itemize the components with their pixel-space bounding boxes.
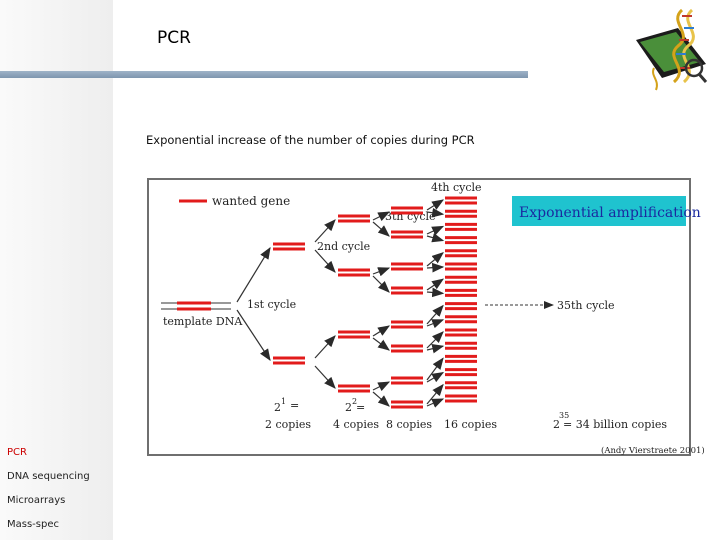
count35-base: 2 bbox=[553, 418, 560, 431]
count1-base: 2 bbox=[274, 401, 281, 414]
copy-count-35: 2 35 = 34 billion copies bbox=[553, 411, 667, 431]
branch-arrow bbox=[426, 371, 445, 383]
wanted-gene-label: wanted gene bbox=[212, 194, 290, 208]
count2-label: 4 copies bbox=[333, 418, 379, 431]
exponential-amplification-banner: Exponential amplification bbox=[512, 196, 701, 226]
slide-title: PCR bbox=[157, 28, 191, 48]
branch-arrow bbox=[426, 252, 444, 267]
count2-equals: = bbox=[356, 401, 365, 414]
nav-item-dna-sequencing[interactable]: DNA sequencing bbox=[7, 471, 90, 482]
branch-arrow bbox=[426, 304, 444, 325]
count35-label: = 34 billion copies bbox=[563, 418, 667, 431]
branch-arrow bbox=[426, 199, 445, 211]
branch-arrow bbox=[372, 337, 390, 351]
template-dna-label: template DNA bbox=[163, 315, 243, 328]
branch-arrow bbox=[426, 398, 445, 408]
branch-arrow bbox=[426, 287, 445, 298]
nav-item-pcr[interactable]: PCR bbox=[7, 447, 27, 458]
branch-arrow bbox=[372, 267, 391, 277]
wanted-gene-legend: wanted gene bbox=[179, 194, 290, 208]
cycle1-label: 1st cycle bbox=[247, 298, 296, 311]
count4-label: 16 copies bbox=[444, 418, 497, 431]
branch-arrow bbox=[426, 262, 445, 273]
branch-arrow bbox=[372, 275, 390, 293]
branch-arrow bbox=[426, 225, 445, 236]
branch-arrow bbox=[426, 383, 444, 405]
title-underline-bar bbox=[0, 71, 528, 78]
cycle-branch-lines bbox=[236, 219, 336, 389]
branch-arrow bbox=[426, 331, 444, 349]
branch-arrow bbox=[426, 357, 444, 381]
count3-label: 8 copies bbox=[386, 418, 432, 431]
count2-base: 2 bbox=[345, 401, 352, 414]
branch-arrow bbox=[426, 233, 445, 243]
branch-arrow bbox=[372, 325, 391, 337]
banner-text: Exponential amplification bbox=[519, 205, 701, 221]
branch-arrow bbox=[426, 319, 445, 329]
pcr-amplification-diagram: wanted gene template DNA 1st cycle 2nd c… bbox=[147, 178, 705, 456]
credit-text: (Andy Vierstraete 2001) bbox=[601, 445, 705, 456]
dna-strand-copies bbox=[273, 196, 477, 409]
nav-item-microarrays[interactable]: Microarrays bbox=[7, 495, 66, 506]
cycle4-arrows bbox=[426, 199, 445, 408]
cycle2-label: 2nd cycle bbox=[317, 240, 370, 253]
cycle4-label: 4th cycle bbox=[431, 181, 482, 194]
branch-arrow bbox=[372, 391, 390, 407]
copy-count-2: 2 2 = 4 copies bbox=[333, 397, 379, 431]
branch-arrow bbox=[426, 278, 444, 291]
count1-exponent: 1 bbox=[281, 397, 286, 406]
branch-arrow bbox=[426, 344, 445, 354]
branch-arrow bbox=[372, 221, 390, 237]
template-dna: template DNA bbox=[161, 301, 243, 328]
count1-equals: = bbox=[290, 399, 299, 412]
branch-arrow bbox=[426, 207, 445, 218]
count2-exponent: 2 bbox=[352, 397, 357, 406]
dna-helix-logo-icon bbox=[636, 8, 708, 91]
branch-arrow bbox=[372, 381, 391, 392]
sidebar-panel bbox=[0, 0, 113, 540]
count1-label: 2 copies bbox=[265, 418, 311, 431]
copy-count-1: 2 1 = 2 copies bbox=[265, 397, 311, 431]
slide-subtitle: Exponential increase of the number of co… bbox=[146, 133, 475, 147]
count35-exponent: 35 bbox=[559, 411, 569, 420]
nav-item-mass-spec[interactable]: Mass-spec bbox=[7, 519, 59, 530]
cycle3-arrows bbox=[372, 211, 391, 407]
branch-arrow bbox=[372, 211, 391, 222]
cycle35-label: 35th cycle bbox=[557, 299, 615, 312]
